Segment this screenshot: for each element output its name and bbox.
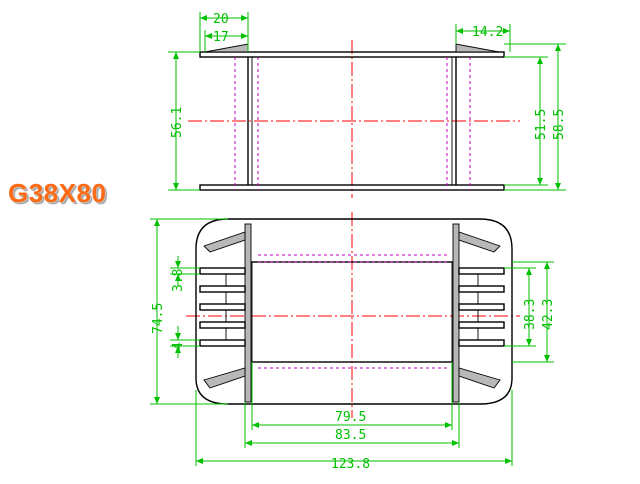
top-flange bbox=[199, 51, 505, 58]
left-pin-slots bbox=[199, 267, 246, 347]
bottom-flange bbox=[199, 184, 505, 191]
pin-slot bbox=[458, 267, 505, 275]
dim-top-flange-inner: 17 bbox=[213, 30, 229, 45]
right-post bbox=[452, 223, 460, 403]
pin-slot bbox=[458, 339, 505, 347]
left-post bbox=[244, 223, 252, 403]
dim-bottom-outer: 123.8 bbox=[331, 457, 370, 472]
top-flange-lip-left bbox=[204, 43, 249, 53]
corner-wedge bbox=[203, 367, 246, 389]
pin-slot-link bbox=[459, 291, 479, 305]
top-view: 20 17 14.2 56.1 51.5 58.5 bbox=[168, 12, 567, 198]
dim-right-inner-height: 51.5 bbox=[534, 109, 549, 140]
pin-slot bbox=[199, 267, 246, 275]
pin-slot bbox=[458, 303, 505, 311]
corner-wedge bbox=[458, 231, 501, 253]
pin-slot-link bbox=[200, 309, 227, 323]
pin-slot bbox=[199, 303, 246, 311]
pin-slot bbox=[199, 339, 246, 347]
pin-slot bbox=[458, 321, 505, 329]
dim-top-right: 14.2 bbox=[472, 25, 503, 40]
pin-slot bbox=[458, 285, 505, 293]
pin-slot-link bbox=[225, 327, 245, 341]
dim-left-height: 56.1 bbox=[170, 107, 185, 138]
dim-right-inner-base: 38.3 bbox=[523, 299, 538, 330]
pin-slot-link bbox=[477, 309, 504, 323]
dim-pin-width: 4 bbox=[171, 342, 186, 350]
bottom-view: 74.5 3.8 4 38.3 42.3 bbox=[150, 212, 556, 472]
pin-slot-link bbox=[200, 273, 227, 287]
pin-slot bbox=[199, 285, 246, 293]
top-flange-lip-right bbox=[455, 43, 500, 53]
pin-slot bbox=[199, 321, 246, 329]
dim-base-height: 74.5 bbox=[151, 303, 166, 334]
pin-slot-link bbox=[225, 291, 245, 305]
dim-pin-spacing: 3.8 bbox=[171, 269, 186, 292]
base-outline bbox=[195, 218, 513, 405]
part-title: G38X80 bbox=[8, 178, 107, 208]
dim-right-outer-height: 58.5 bbox=[552, 109, 567, 140]
dim-right-outer-base: 42.3 bbox=[541, 299, 556, 330]
dim-top-flange-outer: 20 bbox=[213, 12, 229, 27]
dim-bottom-inner: 79.5 bbox=[335, 410, 366, 425]
right-pin-slots bbox=[458, 267, 505, 347]
pin-slot-link bbox=[459, 327, 479, 341]
pin-slot-link bbox=[477, 273, 504, 287]
corner-wedge bbox=[458, 367, 501, 389]
dim-bottom-mid: 83.5 bbox=[335, 428, 366, 443]
corner-wedge bbox=[203, 231, 246, 253]
